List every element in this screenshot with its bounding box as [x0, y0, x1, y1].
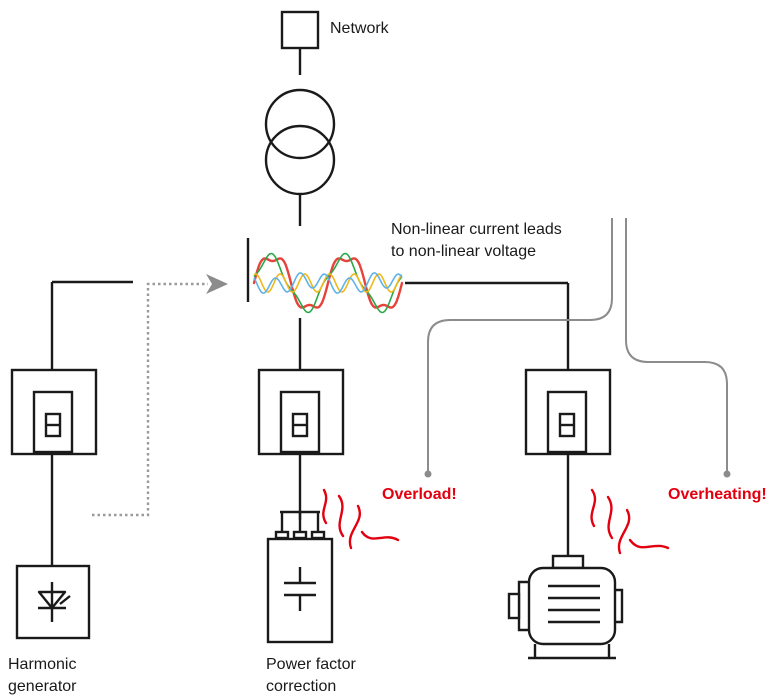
capacitor-bank-icon	[266, 493, 334, 644]
drive-unit-right	[524, 368, 612, 456]
overheating-heat-waves-icon	[590, 488, 670, 555]
drive-unit-left	[10, 368, 98, 456]
pfc-label-1: Power factor	[266, 656, 356, 673]
drive-unit-middle	[257, 368, 345, 456]
overload-heat-waves-icon	[322, 488, 400, 550]
distorted-waveform-icon	[252, 252, 404, 314]
network-source-box	[280, 10, 320, 50]
motor-icon	[507, 454, 624, 660]
harmonic-generator-label-1: Harmonic	[8, 656, 76, 673]
overload-label: Overload!	[382, 486, 457, 503]
network-label: Network	[330, 20, 390, 37]
harmonic-injection-arrow	[92, 274, 228, 517]
harmonic-generator-label-2: generator	[8, 678, 77, 695]
pfc-label-2: correction	[266, 678, 336, 695]
nonlinear-annotation-line1: Non-linear current leads	[391, 221, 562, 238]
nonlinear-annotation-line2: to non-linear voltage	[391, 243, 536, 260]
overheating-label: Overheating!	[668, 486, 767, 503]
annotation-leader-lines	[424, 218, 731, 478]
transformer-icon	[264, 48, 336, 226]
thyristor-icon	[15, 564, 91, 640]
